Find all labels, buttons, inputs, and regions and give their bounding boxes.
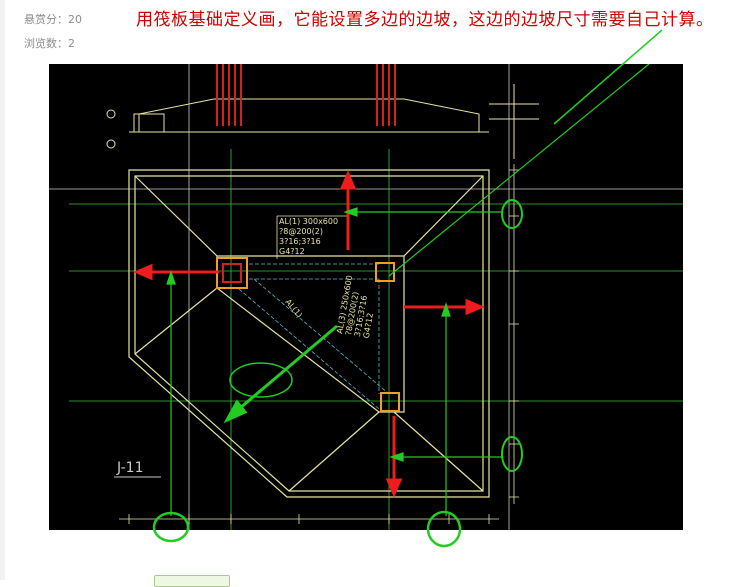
reward-points: 悬赏分：20 — [24, 13, 82, 26]
al1-short-label: AL(1) — [283, 298, 304, 320]
highlight-ellipse — [229, 362, 293, 398]
green-main-arrow — [223, 324, 338, 424]
cad-drawing-canvas: AL(1) 300x600 ?8@200(2) 3?16;3?16 G4?12 … — [49, 64, 683, 530]
view-count: 浏览数：2 — [24, 37, 75, 50]
elevation-rebar — [216, 64, 396, 126]
centerlines — [69, 149, 683, 530]
columns — [216, 257, 400, 412]
elevation-labels — [106, 109, 116, 149]
left-border — [0, 0, 5, 580]
al1-line-3: 3?16;3?16 — [279, 237, 321, 246]
drawing-title: J-11 — [116, 460, 144, 476]
action-button[interactable] — [154, 575, 230, 587]
bottom-dimensions — [119, 514, 499, 524]
elevation-section — [129, 84, 539, 159]
beam-annotations: AL(1) 300x600 ?8@200(2) 3?16;3?16 G4?12 … — [279, 217, 375, 339]
al3-line-4: G4?12 — [362, 312, 375, 339]
question-text: 用筏板基础定义画，它能设置多边的边坡，这边的边坡尺寸需要自己计算。 — [136, 10, 714, 30]
cad-drawing: AL(1) 300x600 ?8@200(2) 3?16;3?16 G4?12 … — [49, 64, 683, 530]
right-dimensions — [509, 164, 519, 504]
al1-line-1: AL(1) 300x600 — [279, 217, 338, 226]
al1-line-4: G4?12 — [279, 247, 305, 256]
red-arrows — [133, 170, 485, 498]
annotation-leaders — [276, 215, 349, 259]
al1-line-2: ?8@200(2) — [279, 227, 323, 236]
